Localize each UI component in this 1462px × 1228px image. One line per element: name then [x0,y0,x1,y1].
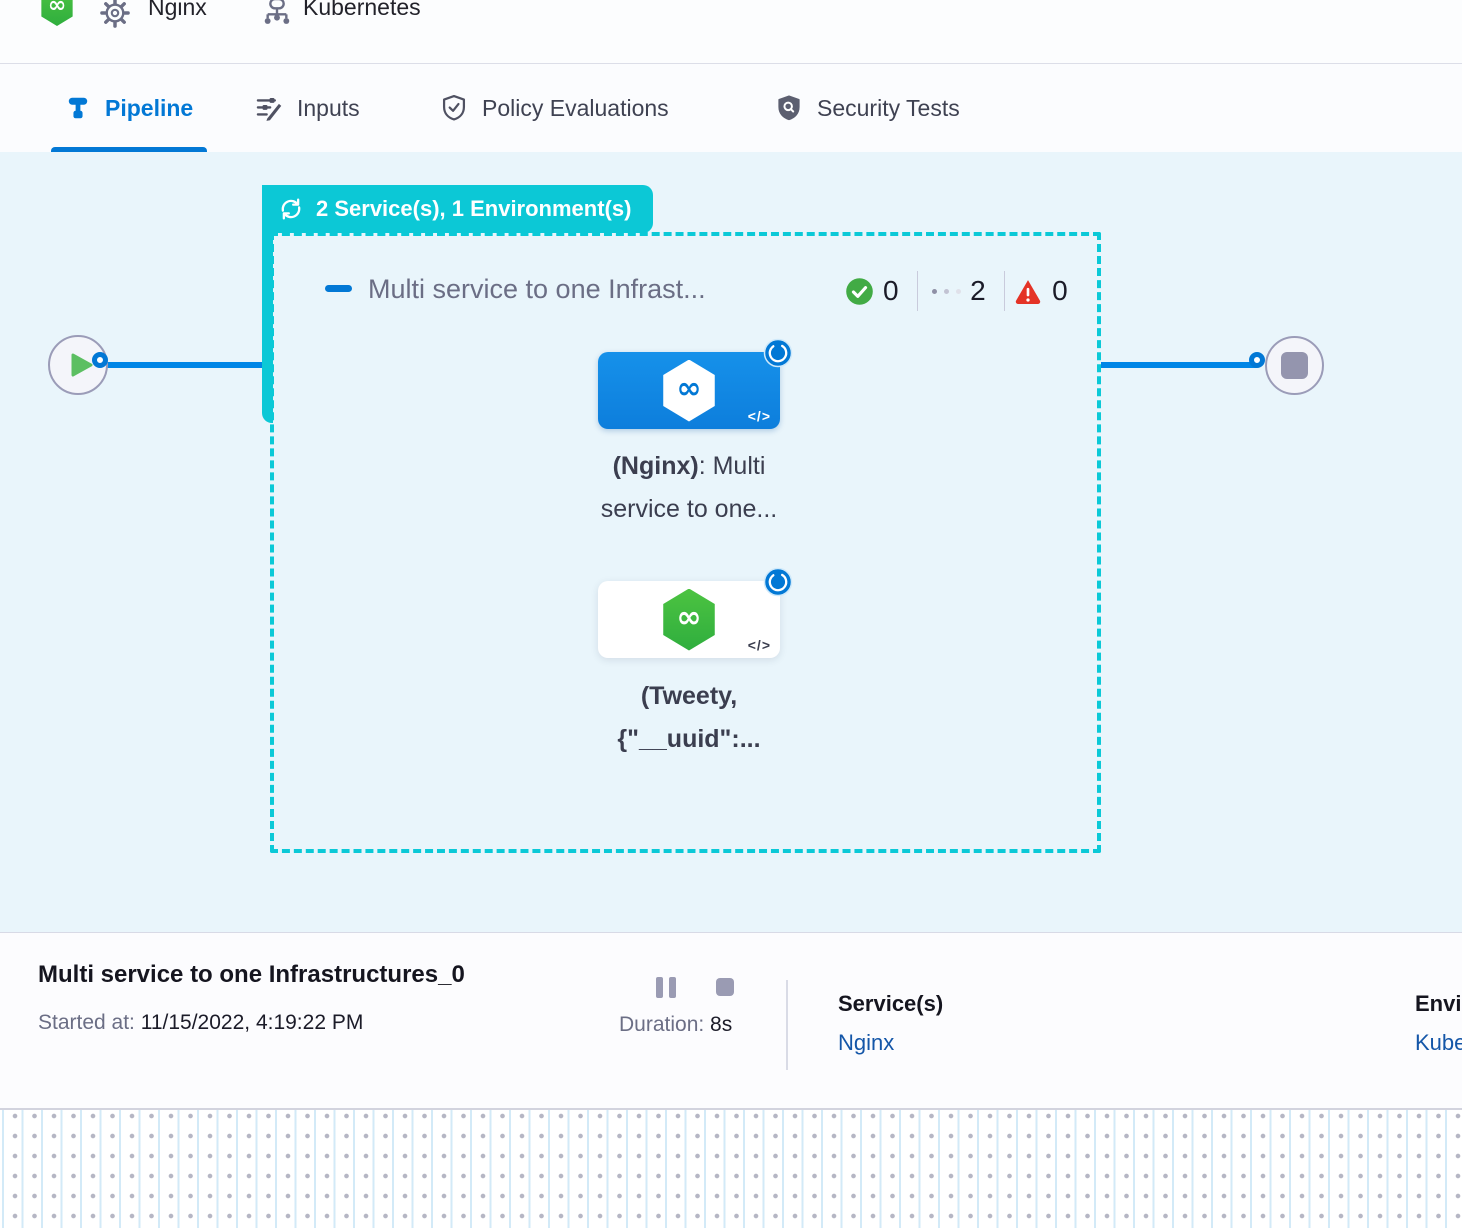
tab-inputs[interactable]: Inputs [255,64,360,152]
tab-security-tests-label: Security Tests [817,94,960,121]
environments-value-link[interactable]: Kubernetes [1415,1030,1462,1055]
footer-divider [786,980,788,1070]
code-icon: </> [747,637,771,653]
execution-started-at: Started at: 11/15/2022, 4:19:22 PM [38,1011,363,1035]
loop-strategy-bar [262,185,273,423]
duration-value: 8s [704,1013,733,1036]
tab-policy-evaluations-label: Policy Evaluations [482,94,669,121]
stop-icon [1281,352,1308,379]
environment-icon [264,0,290,24]
loop-strategy-badge-label: 2 Service(s), 1 Environment(s) [316,196,632,221]
stage-node-tweety[interactable]: ∞ </> [598,567,793,658]
tab-pipeline-label: Pipeline [105,94,194,121]
success-count: 0 [883,275,899,306]
running-dots-icon [932,288,962,294]
shield-scan-icon [778,95,800,121]
stage-status-counts: 0 2 0 [845,270,1078,312]
started-at-value: 11/15/2022, 4:19:22 PM [134,1011,364,1034]
connector-line-end [1101,362,1257,368]
services-value-link[interactable]: Nginx [838,1030,895,1055]
pipeline-canvas: 2 Service(s), 1 Environment(s) Multi ser… [0,152,1462,932]
loop-strategy-badge[interactable]: 2 Service(s), 1 Environment(s) [262,185,654,233]
execution-title: Multi service to one Infrastructures_0 [38,961,465,988]
breadcrumb-header: ∞ Nginx Kubernetes [0,0,1462,64]
execution-tabbar: Pipeline Inputs Policy Evaluations [0,64,1462,152]
environments-column: Environment(s) Kubernetes [1415,991,1462,1056]
node-status-spinner-icon[interactable] [763,567,793,597]
stage-group-container [270,232,1101,853]
execution-summary-bar: Multi service to one Infrastructures_0 S… [0,932,1462,1108]
stage-node-tweety-label: (Tweety, {"__uuid":... [617,682,761,753]
failed-warning-icon [1015,279,1041,304]
stage-node-nginx[interactable]: ∞ </> [598,338,793,429]
play-icon [71,353,92,377]
tab-security-tests[interactable]: Security Tests [775,64,960,152]
pipeline-icon [68,97,88,119]
breadcrumb-service-name[interactable]: Nginx [148,0,207,20]
harness-stage-icon: ∞ [663,588,715,651]
duration-label: Duration: [619,1013,705,1036]
stop-execution-button[interactable] [716,978,734,996]
collapse-stage-group-button[interactable] [325,285,352,292]
node-status-spinner-icon[interactable] [763,338,793,368]
shield-check-icon [442,94,466,121]
loop-refresh-icon [281,198,301,220]
tab-pipeline[interactable]: Pipeline [51,64,208,152]
counts-divider [1003,271,1006,311]
tab-policy-evaluations[interactable]: Policy Evaluations [440,64,669,152]
started-at-label: Started at: [38,1011,135,1034]
gear-icon [100,0,130,28]
failed-count: 0 [1052,275,1068,306]
success-check-icon [846,277,873,305]
start-connector-ring [92,352,108,368]
active-tab-underline [51,147,208,152]
inputs-icon [256,97,282,121]
stage-node-nginx-label: (Nginx): Multi service to one... [600,452,778,523]
execution-duration: Duration: 8s [619,1013,732,1037]
harness-stage-icon: ∞ [663,359,715,422]
canvas-grid-background [0,1108,1462,1228]
connector-line-start [104,362,264,368]
harness-service-logo-icon: ∞ [41,0,73,26]
code-icon: </> [747,408,771,424]
pipeline-end-node[interactable] [1265,336,1324,395]
running-count: 2 [970,275,986,306]
services-label: Service(s) [838,991,944,1016]
counts-divider [916,271,919,311]
environments-label: Environment(s) [1415,991,1462,1016]
breadcrumb-environment-name[interactable]: Kubernetes [303,0,421,20]
stage-group-title: Multi service to one Infrast... [368,274,706,304]
tab-inputs-label: Inputs [297,94,360,121]
services-column: Service(s) Nginx [838,991,943,1056]
pause-execution-button[interactable] [656,977,676,998]
end-connector-ring [1249,352,1265,368]
